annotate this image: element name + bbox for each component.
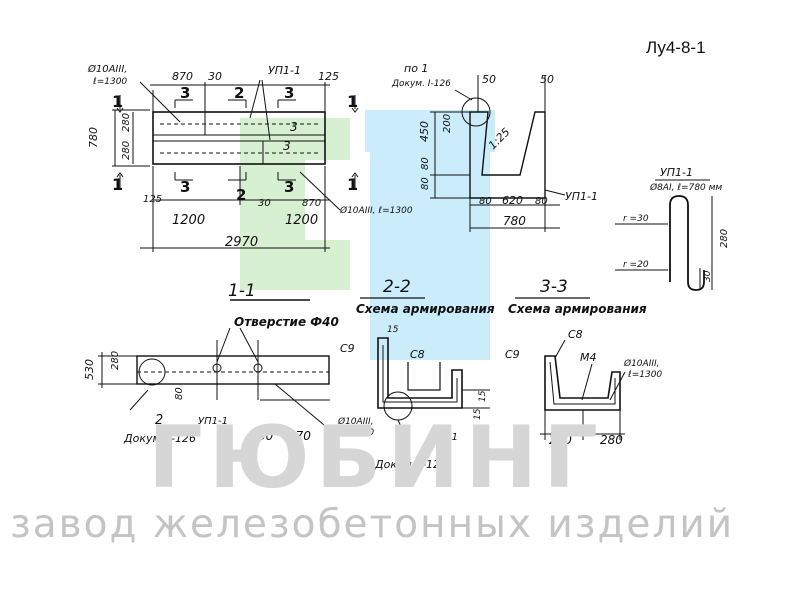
side-dim-80-a: 80 [420,157,431,170]
clip-spec: Ø8АI, ℓ=780 мм [649,182,722,193]
section-1-rebar: Ø10АIII, [337,416,374,427]
clip-detail [615,179,713,291]
section-3-rebar: Ø10АIII, [623,358,660,369]
section-2-c8: С8 [410,348,425,361]
section-3-view [515,297,626,440]
plan-dim-780: 780 [87,127,100,148]
plan-cut-3-top-left: 3 [180,84,190,102]
plan-dim-870-bottom: 870 [302,198,321,209]
plan-dim-1200-a: 1200 [172,213,205,228]
section-2-up-label: УП1-1 [428,432,458,443]
section-1-view [98,299,331,431]
section-2-view [360,297,490,443]
plan-dim-30-bottom: 30 [258,198,271,209]
section-2-pos: 4 [403,443,411,458]
plan-cut-1-bottom-left: 1 [112,175,123,194]
section-1-up-label: УП1-1 [198,416,228,427]
section-2-c9: С9 [340,342,355,355]
section-2-dim-15-right: 15 [478,390,488,402]
section-3-dim-280-b: 280 [600,433,623,447]
clip-title: УП1-1 [660,166,693,179]
side-dim-620: 620 [502,194,523,207]
section-3-title: 3-3 [540,277,568,297]
plan-dim-870: 870 [172,70,193,83]
plan-cut-2-bottom: 2 [236,186,246,204]
side-dim-80-b: 80 [420,177,431,190]
section-2-dim-15-top: 15 [387,325,399,335]
section-3-c8: С8 [568,328,583,341]
watermark-tagline: завод железобетонных изделий [10,502,735,547]
clip-r20: r =20 [623,260,649,270]
plan-cut-1-top-left: 1 [112,92,123,111]
plan-cut-2-top: 2 [234,84,244,102]
plan-dim-280-b: 280 [121,141,132,160]
section-2-ref: Докум. I-126 [374,458,447,471]
section-1-dim-30: 30 [258,429,274,443]
side-dim-80-bottom-b: 80 [535,196,548,207]
side-dim-80-bottom-a: 80 [479,196,492,207]
section-1-rebar-len: ℓ=1300 [339,428,374,438]
plan-dim-1200-b: 1200 [285,213,318,228]
section-1-pos: 2 [155,413,163,428]
side-view [430,75,566,232]
plan-dim-280-a: 280 [121,113,132,132]
side-dim-450: 450 [418,121,431,142]
section-2-title: 2-2 [383,277,411,297]
plan-dim-2970: 2970 [225,235,258,250]
section-1-ref: Докум. I-126 [123,432,196,445]
section-3-c9: С9 [505,348,520,361]
plan-view [112,79,359,252]
side-dim-200: 200 [442,114,453,133]
section-3-subtitle: Схема армирования [508,302,647,316]
section-1-title: 1-1 [228,281,256,301]
watermark-brand: ГЮБИНГ [148,408,605,508]
plan-dim-125: 125 [318,70,339,83]
plan-mark-3-a: 3 [290,120,298,134]
plan-cut-1-top-right: 1 [347,92,358,111]
side-up-label: УП1-1 [565,190,598,203]
plan-dim-125-bottom: 125 [143,194,162,205]
plan-dim-30: 30 [208,70,222,83]
section-2-subtitle: Схема армирования [356,302,495,316]
section-1-dim-530: 530 [83,359,96,380]
plan-mark-3-b: 3 [283,139,291,153]
section-1-dim-280: 280 [110,351,121,370]
plan-rebar-bottom: Ø10АIII, ℓ=1300 [339,205,413,216]
plan-up-label-top: УП1-1 [268,64,301,77]
side-pos-label: по 1 [404,62,428,75]
plan-cut-3-bottom-right: 3 [284,178,294,196]
section-2-dim-15-bottom: 15 [473,408,483,420]
drawing-code: Лу4-8-1 [646,38,706,57]
plan-cut-1-bottom-right: 1 [347,175,358,194]
plan-cut-3-top-right: 3 [284,84,294,102]
section-1-dim-870: 870 [288,429,311,443]
plan-cut-3-bottom-left: 3 [180,178,190,196]
side-ref: Докум. I-126 [391,79,451,89]
clip-dim-280: 280 [719,229,730,248]
side-dim-780: 780 [503,214,526,228]
section-3-rebar-len: ℓ=1300 [627,370,662,380]
section-3-dim-280-a: 280 [549,433,572,447]
clip-dim-30: 30 [703,270,713,282]
watermark-logo-blocks [240,110,495,360]
section-1-hole: Отверстие Ф40 [234,315,339,329]
plan-rebar-top: Ø10АIII, [87,63,127,75]
clip-r30: r =30 [623,214,649,224]
side-dim-50-b: 50 [540,73,554,86]
plan-rebar-top-len: ℓ=1300 [92,77,127,87]
section-1-dim-80: 80 [174,387,185,400]
side-dim-50-a: 50 [482,73,496,86]
section-3-m4: М4 [580,351,597,364]
